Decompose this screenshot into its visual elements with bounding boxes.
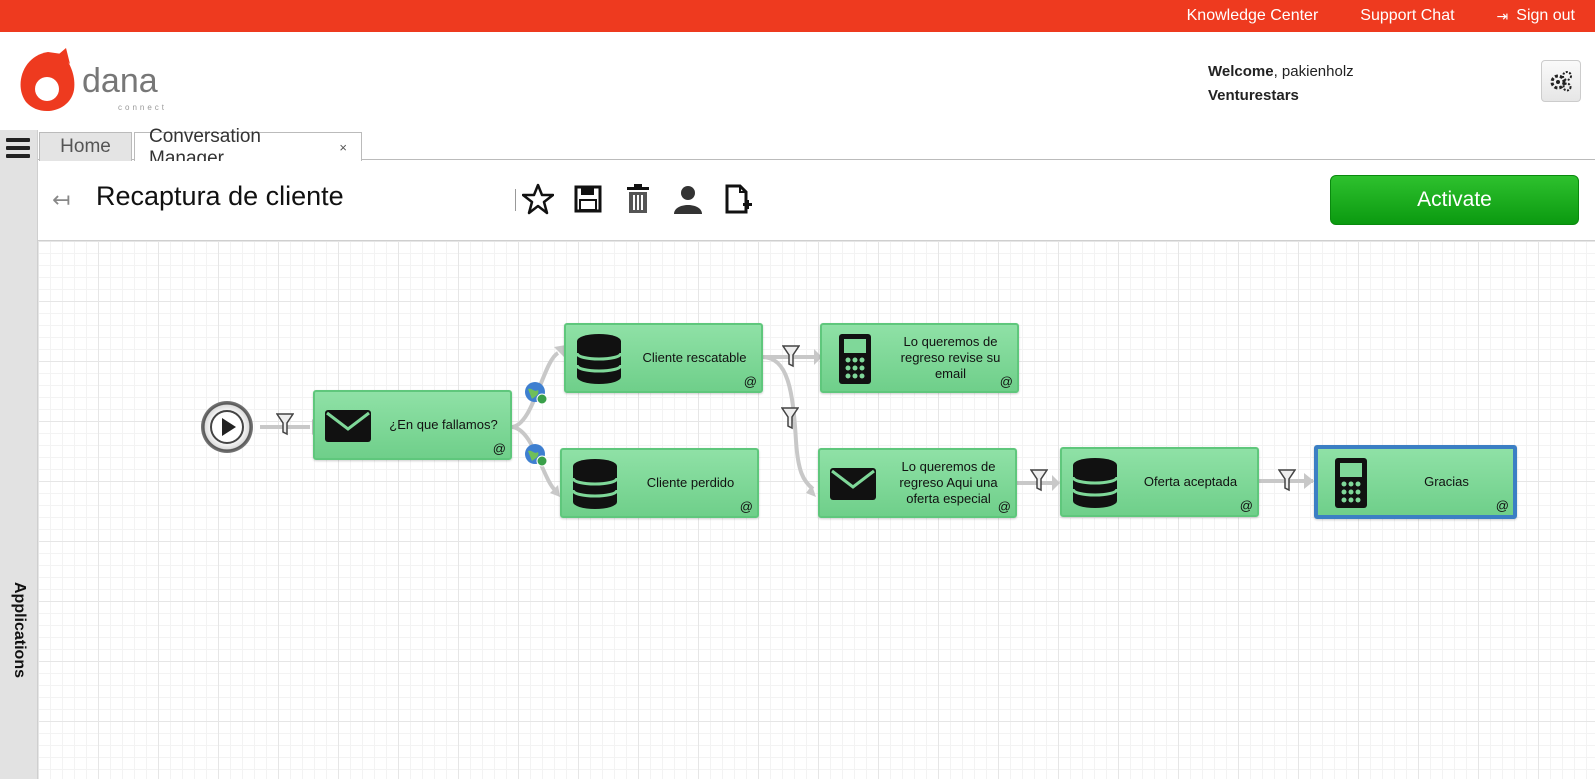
logo-text: dana	[82, 62, 158, 100]
database-icon	[1070, 457, 1120, 509]
start-node[interactable]	[201, 401, 253, 453]
globe-icon[interactable]	[524, 381, 548, 405]
menu-icon[interactable]	[6, 138, 30, 158]
tab-bar: Home Conversation Manager ×	[38, 126, 1595, 169]
logo-subtext: connect	[118, 103, 167, 112]
flow-node-email[interactable]: Lo queremos de regreso Aqui una oferta e…	[818, 448, 1017, 518]
back-arrow-icon[interactable]: ↤	[52, 187, 71, 212]
play-icon	[210, 410, 244, 444]
activate-button[interactable]: Activate	[1330, 175, 1579, 225]
toolbar-divider	[515, 189, 516, 211]
new-file-icon[interactable]	[720, 181, 756, 217]
link-icon[interactable]: @	[999, 374, 1013, 389]
page-title: Recaptura de cliente	[96, 181, 344, 211]
globe-icon[interactable]	[524, 443, 548, 467]
mobile-phone-icon	[1326, 457, 1376, 509]
settings-button[interactable]	[1541, 60, 1581, 102]
node-label: Gracias	[1424, 474, 1469, 489]
link-icon[interactable]: @	[492, 441, 506, 456]
sign-out-label: Sign out	[1516, 7, 1575, 24]
filter-icon[interactable]	[276, 413, 294, 437]
link-icon[interactable]: @	[1495, 498, 1509, 513]
tab-home[interactable]: Home	[39, 132, 132, 161]
gears-icon	[1550, 71, 1572, 92]
knowledge-center-link[interactable]: Knowledge Center	[1186, 7, 1319, 24]
save-icon[interactable]	[570, 181, 606, 217]
link-icon[interactable]: @	[997, 499, 1011, 514]
support-chat-link[interactable]: Support Chat	[1360, 7, 1455, 24]
link-icon[interactable]: @	[739, 499, 753, 514]
database-icon	[574, 333, 624, 385]
flow-node-sms-selected[interactable]: Gracias @	[1314, 445, 1517, 519]
flow-node-email[interactable]: ¿En que fallamos? @	[313, 390, 512, 460]
welcome-block: Welcome, pakienholz Venturestars	[1208, 60, 1354, 108]
trash-icon[interactable]	[620, 181, 656, 217]
top-bar: Knowledge Center Support Chat ⇥ Sign out	[0, 0, 1595, 32]
node-label: Lo queremos de regreso revise su email	[900, 334, 1001, 381]
database-icon	[570, 458, 620, 510]
sign-out-icon: ⇥	[1496, 7, 1509, 24]
toolbar: ↤ Recaptura de cliente Activate	[38, 161, 1595, 241]
filter-icon[interactable]	[782, 345, 800, 369]
flow-canvas[interactable]: ¿En que fallamos? @ Cliente rescatable @…	[38, 241, 1595, 779]
flow-node-database[interactable]: Oferta aceptada @	[1060, 447, 1259, 517]
applications-label[interactable]: Applications	[11, 581, 28, 679]
sign-out-link[interactable]: ⇥ Sign out	[1497, 7, 1575, 25]
filter-icon[interactable]	[1030, 469, 1048, 493]
username: , pakienholz	[1273, 63, 1354, 80]
flow-node-sms[interactable]: Lo queremos de regreso revise su email @	[820, 323, 1019, 393]
company-name: Venturestars	[1208, 87, 1299, 104]
filter-icon[interactable]	[1278, 469, 1296, 493]
node-label: Cliente perdido	[646, 475, 735, 490]
node-label: ¿En que fallamos?	[389, 417, 498, 432]
close-tab-icon[interactable]: ×	[339, 140, 347, 155]
envelope-icon	[828, 458, 878, 510]
tab-home-label: Home	[60, 136, 111, 157]
user-icon[interactable]	[670, 181, 706, 217]
dana-logo[interactable]: dana connect	[14, 46, 189, 116]
star-icon[interactable]	[520, 181, 556, 217]
node-label: Lo queremos de regreso Aqui una oferta e…	[899, 459, 998, 506]
welcome-label: Welcome	[1208, 63, 1274, 80]
flow-node-database[interactable]: Cliente perdido @	[560, 448, 759, 518]
node-label: Oferta aceptada	[1143, 474, 1238, 489]
mobile-phone-icon	[830, 333, 880, 385]
tab-conversation-manager[interactable]: Conversation Manager ×	[134, 126, 362, 169]
link-icon[interactable]: @	[1239, 498, 1253, 513]
filter-icon[interactable]	[781, 407, 799, 431]
link-icon[interactable]: @	[743, 374, 757, 389]
envelope-icon	[323, 400, 373, 452]
node-label: Cliente rescatable	[642, 350, 747, 365]
flow-node-database[interactable]: Cliente rescatable @	[564, 323, 763, 393]
header: dana connect Welcome, pakienholz Venture…	[0, 32, 1595, 130]
applications-rail[interactable]: Applications	[0, 130, 38, 779]
connector-n2-n5	[761, 355, 815, 491]
